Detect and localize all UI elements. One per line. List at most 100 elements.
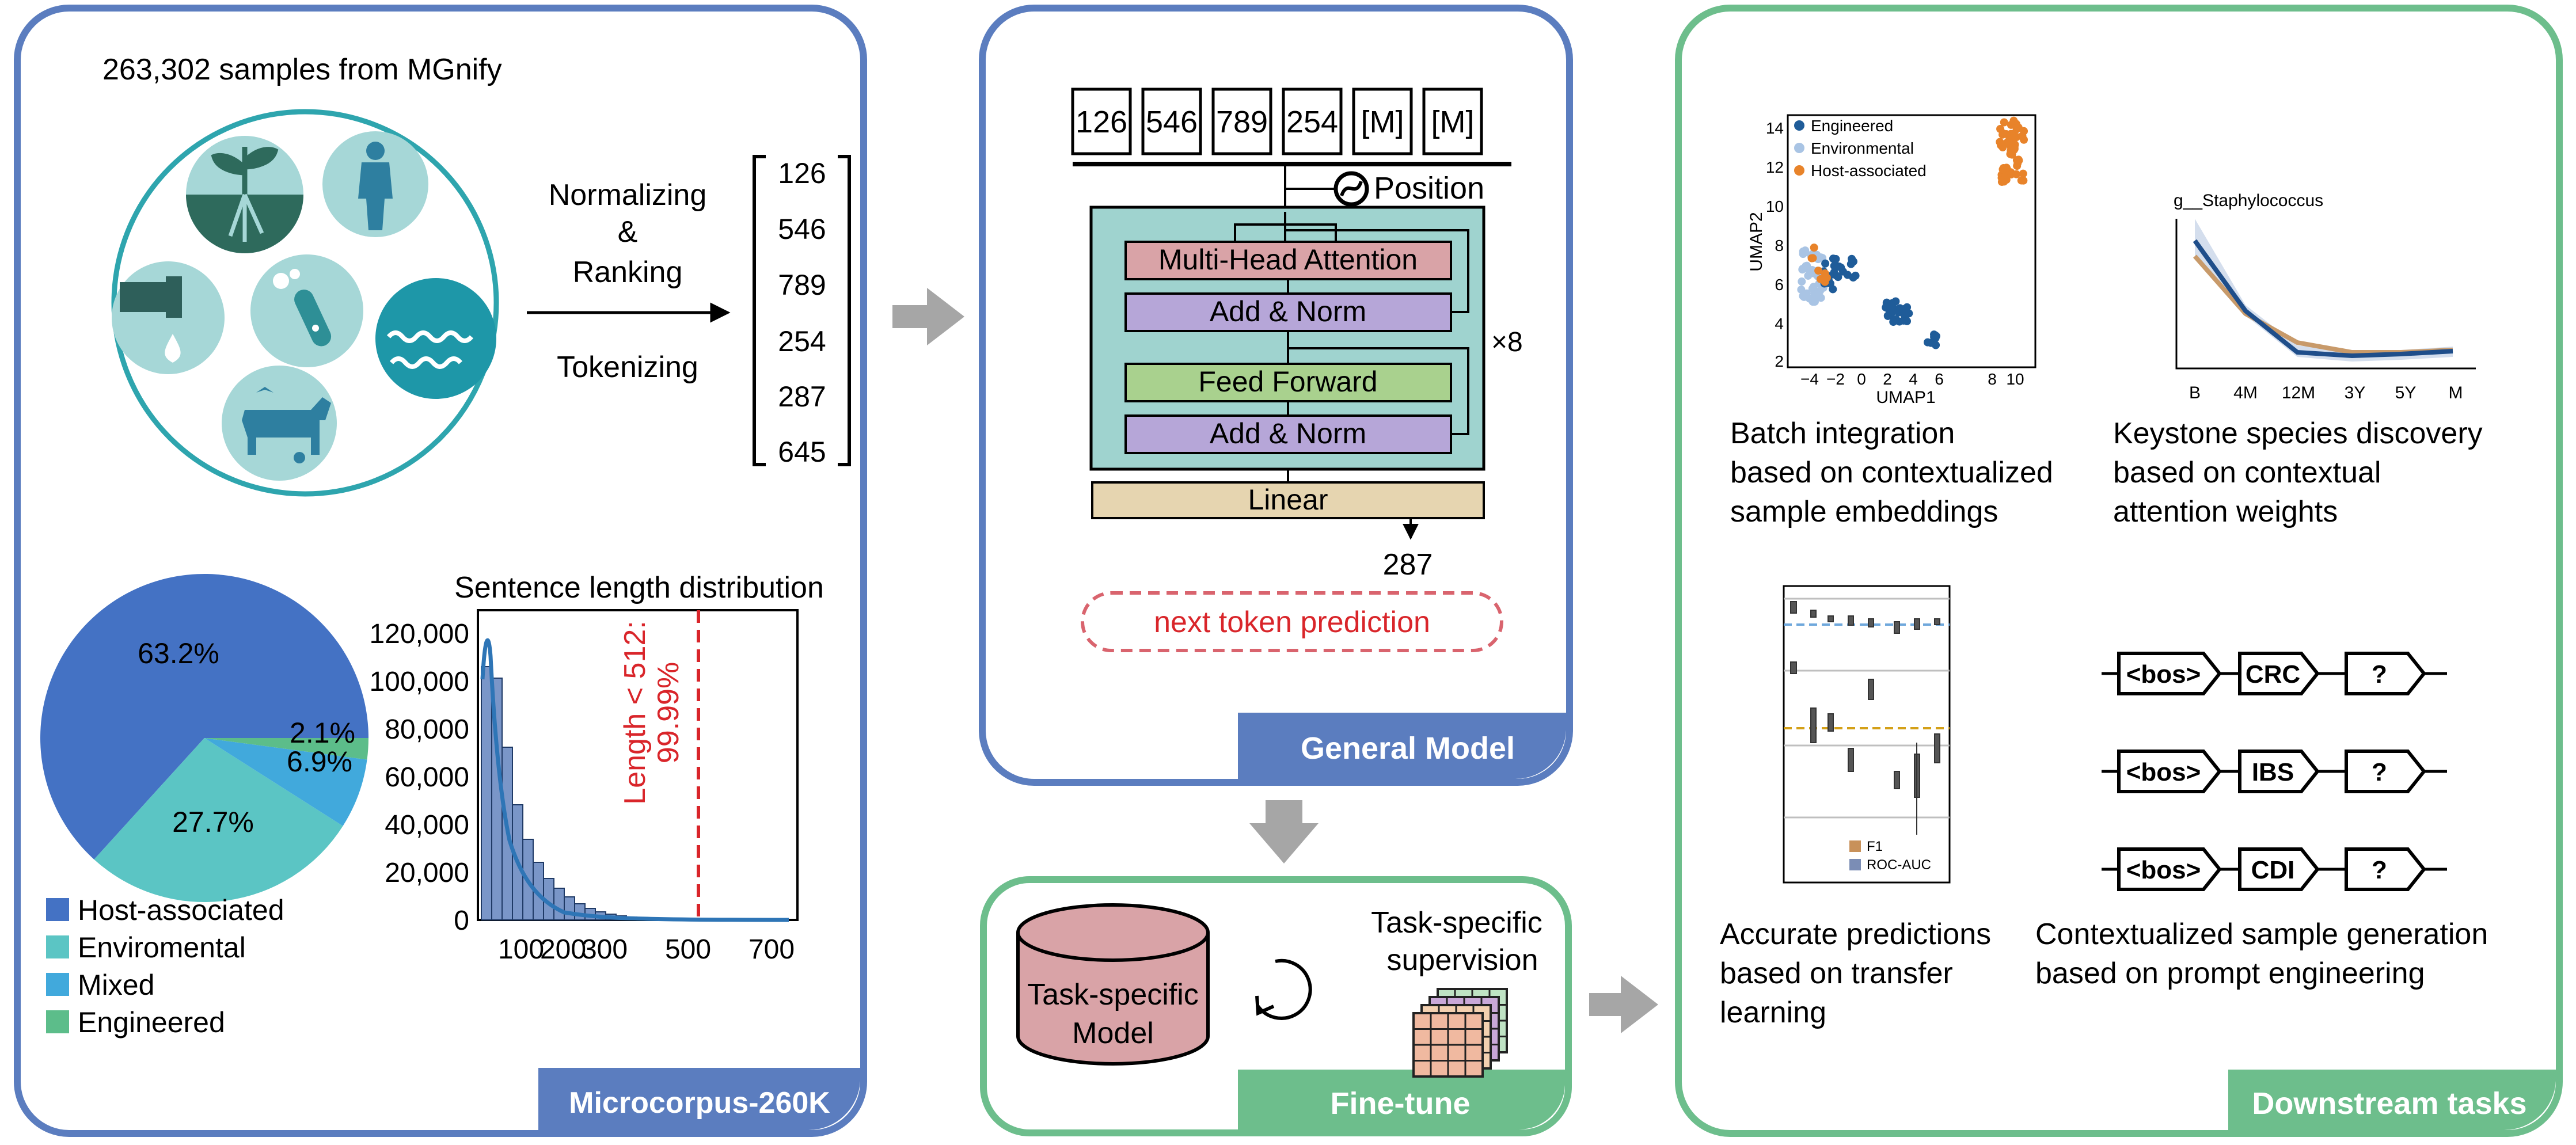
umap-point <box>1895 304 1904 313</box>
umap-legend-marker <box>1794 165 1804 176</box>
umap-legend-marker <box>1794 120 1804 131</box>
input-token-box <box>1352 88 1413 155</box>
panel-tag-downstream-label: Downstream tasks <box>2252 1086 2526 1121</box>
panel-tag-general-model <box>1238 713 1566 779</box>
human-icon <box>322 131 428 237</box>
umap-point <box>1830 261 1838 270</box>
prompt-next-text: ? <box>2372 758 2387 786</box>
prompt-row: <bos>CRC? <box>2102 652 2447 695</box>
linear-block <box>1091 481 1485 519</box>
prompt-bos-text: <bos> <box>2126 856 2201 884</box>
y-tick: 60,000 <box>385 762 469 793</box>
legend-label-mixed: Mixed <box>78 969 154 1001</box>
keystone-x-ticks: B 4M 12M 3Y 5Y M <box>2189 383 2463 402</box>
keystone-axes <box>2175 219 2476 370</box>
x-tick: 700 <box>749 934 795 965</box>
pie-slice-enviromental <box>94 738 343 902</box>
keystone-title: g__Staphylococcus <box>2174 191 2323 210</box>
task4-line2: based on prompt engineering <box>2035 957 2425 990</box>
umap-point <box>2013 159 2022 168</box>
position-label: Position <box>1374 171 1484 206</box>
task-model-label-line2: Model <box>1072 1017 1154 1050</box>
task1-line1: Batch integration <box>1730 417 1955 450</box>
feed-forward-label: Feed Forward <box>1198 366 1377 398</box>
umap-point <box>1903 303 1912 311</box>
umap-point <box>1924 338 1932 347</box>
y-tick: 14 <box>1766 119 1784 137</box>
umap-point <box>2002 130 2011 139</box>
x-tick: 4 <box>1909 370 1918 388</box>
umap-point <box>1999 165 2007 174</box>
panel-tag-downstream <box>2228 1070 2556 1130</box>
normalizing-label: Normalizing <box>549 178 707 212</box>
umap-point <box>1834 273 1842 282</box>
task-model-cylinder <box>1016 903 1210 1066</box>
water-waves-icon <box>375 278 496 399</box>
umap-ylabel: UMAP2 <box>1747 212 1766 271</box>
boxplot-legend-roc: ROC-AUC <box>1867 857 1931 873</box>
task-model-label-line1: Task-specific <box>1027 978 1199 1011</box>
y-tick: 20,000 <box>385 858 469 888</box>
histogram-bar <box>553 888 565 920</box>
umap-point <box>2019 169 2027 178</box>
umap-point <box>1932 332 1940 340</box>
input-token-box <box>1211 88 1272 155</box>
test-tube-icon <box>250 254 363 367</box>
y-tick: 8 <box>1775 237 1784 254</box>
flow-arrow-model-to-finetune <box>1249 800 1319 863</box>
prompt-label-text: CDI <box>2251 856 2295 884</box>
prompt-next-text: ? <box>2372 660 2387 688</box>
threshold-annotation-line2: 99.99% <box>652 662 685 763</box>
skip-connection-1 <box>1285 229 1469 313</box>
x-tick: 5Y <box>2395 383 2417 402</box>
task2-line3: attention weights <box>2113 495 2338 528</box>
umap-point <box>1889 318 1898 326</box>
multi-head-attention-label: Multi-Head Attention <box>1158 244 1418 276</box>
layer-repeat-label: ×8 <box>1491 327 1523 357</box>
pie-label-mixed: 6.9% <box>287 745 352 778</box>
add-norm-label-1: Add & Norm <box>1210 295 1366 328</box>
objective-box <box>1081 591 1503 652</box>
task1-line2: based on contextualized <box>1730 456 2053 489</box>
umap-point <box>2018 132 2027 140</box>
ranked-token: 254 <box>778 325 826 357</box>
umap-point <box>1882 303 1890 312</box>
y-tick: 6 <box>1775 276 1784 294</box>
add-norm-label-2: Add & Norm <box>1210 417 1366 450</box>
prompt-label-shape <box>2238 750 2320 793</box>
ranked-token: 789 <box>778 269 826 301</box>
prompt-bos-text: <bos> <box>2126 758 2201 786</box>
umap-point <box>1848 254 1856 263</box>
y-tick: 80,000 <box>385 714 469 745</box>
y-tick: 10 <box>1766 197 1784 215</box>
umap-point <box>2012 170 2021 178</box>
input-token-box <box>1071 88 1132 155</box>
umap-point <box>1837 263 1845 272</box>
umap-point <box>1843 271 1852 279</box>
multi-head-attention-block <box>1124 241 1452 280</box>
linear-label: Linear <box>1248 484 1328 516</box>
panel-tag-general-model-label: General Model <box>1301 731 1515 766</box>
histogram-bar <box>574 903 586 920</box>
plant-soil-icon <box>186 136 303 253</box>
umap-y-ticks: 14 12 10 8 6 4 2 <box>1766 119 1784 370</box>
umap-point <box>1996 138 2004 146</box>
umap-point <box>1821 259 1830 268</box>
x-tick: 500 <box>665 934 711 965</box>
legend-label-environmental: Enviromental <box>78 931 246 964</box>
add-norm-block-1 <box>1124 292 1452 332</box>
umap-point <box>1797 286 1806 294</box>
prompt-bos-shape <box>2117 847 2222 891</box>
umap-point <box>1798 265 1807 274</box>
umap-point <box>1899 316 1908 325</box>
pie-slice-mixed <box>204 738 367 826</box>
input-token-box <box>1422 88 1483 155</box>
umap-point <box>1821 269 1829 278</box>
y-tick: 120,000 <box>369 619 469 649</box>
input-token-row: 126 546 789 254 [M] [M] <box>1071 88 1483 155</box>
legend-swatch-engineered <box>46 1010 69 1033</box>
add-norm-block-2 <box>1124 414 1452 454</box>
umap-point <box>1997 177 2006 186</box>
threshold-annotation-line1: Length < 512: <box>618 621 652 805</box>
umap-frame <box>1787 114 2037 368</box>
